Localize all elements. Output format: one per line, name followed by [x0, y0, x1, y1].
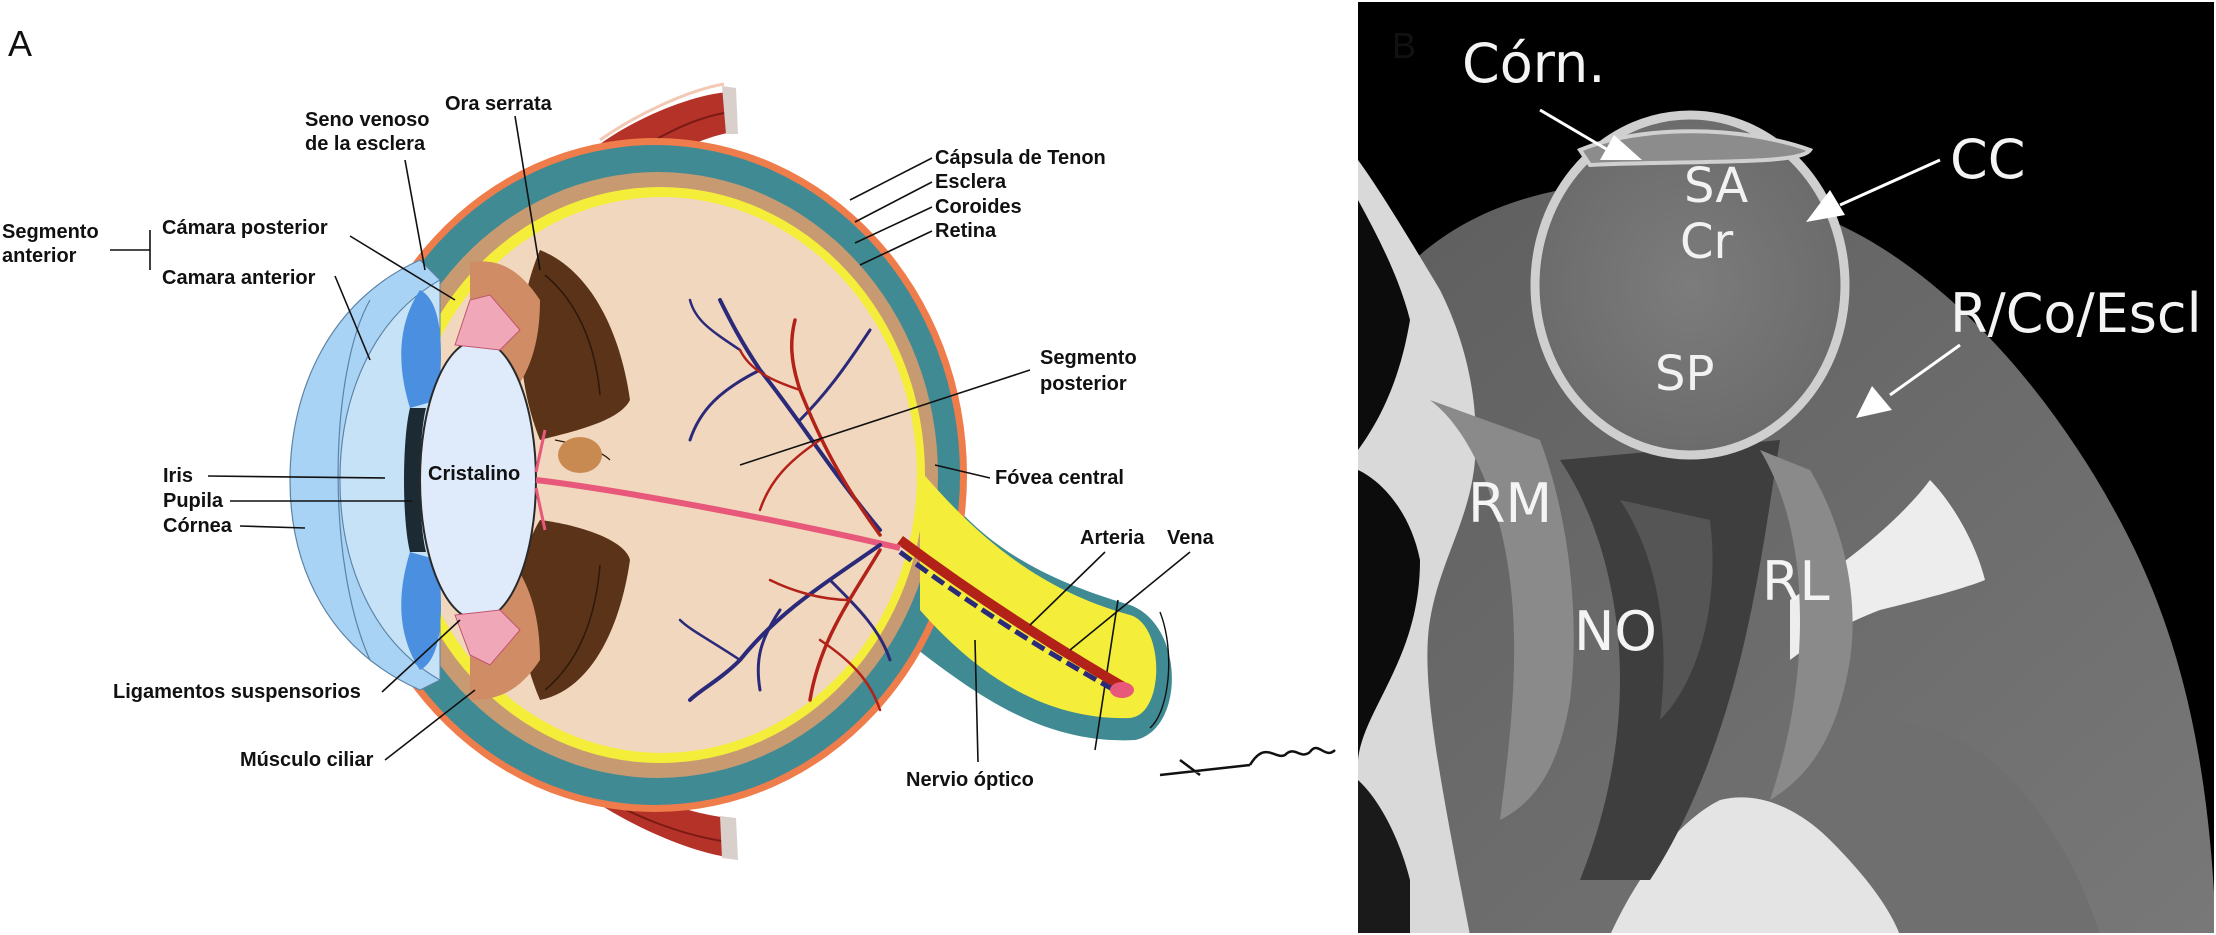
label-musculo-ciliar: Músculo ciliar — [240, 749, 374, 771]
ct-label-cc: CC — [1950, 128, 2025, 191]
label-fovea-central: Fóvea central — [995, 467, 1124, 489]
label-ligamentos-suspensorios: Ligamentos suspensorios — [113, 681, 361, 703]
label-iris: Iris — [163, 465, 193, 487]
ct-label-cr: Cr — [1680, 214, 1734, 270]
suspensory-ligaments-upper — [454, 294, 521, 351]
optic-nerve — [920, 470, 1157, 719]
arrow-cc — [1806, 158, 1941, 222]
label-retina: Retina — [935, 220, 997, 242]
arrow-rcoescl — [1856, 343, 1961, 418]
label-vena: Vena — [1167, 527, 1215, 549]
label-ora-serrata: Ora serrata — [445, 93, 553, 115]
retinal-vessels — [678, 298, 892, 712]
panel-a-letter: A — [8, 23, 32, 64]
label-capsula-tenon: Cápsula de Tenon — [935, 147, 1106, 169]
panel-b-letter: B — [1392, 25, 1416, 66]
ct-image — [1358, 110, 2214, 933]
ct-label-no: NO — [1574, 600, 1657, 663]
panel-b: B Córn. CC SA Cr SP R/Co/Escl RM RL NO — [1358, 2, 2214, 933]
label-pupila: Pupila — [163, 490, 224, 512]
label-nervio-optico: Nervio óptico — [906, 769, 1034, 791]
label-cristalino: Cristalino — [428, 463, 520, 485]
label-seno-venoso-2: de la esclera — [305, 133, 426, 155]
label-segmento-anterior-1: Segmento — [2, 221, 99, 243]
suspensory-ligaments-lower — [454, 609, 521, 666]
pupil — [404, 408, 426, 552]
label-cornea: Córnea — [163, 515, 233, 537]
label-coroides: Coroides — [935, 196, 1022, 218]
ct-label-rm: RM — [1468, 472, 1552, 535]
artist-signature — [1159, 746, 1336, 777]
label-camara-posterior: Cámara posterior — [162, 217, 328, 239]
label-esclera: Esclera — [935, 171, 1007, 193]
central-artery — [897, 535, 1128, 693]
label-arteria: Arteria — [1080, 527, 1145, 549]
ct-label-rcoescl: R/Co/Escl — [1950, 282, 2202, 345]
arrow-cornea — [1539, 108, 1642, 160]
label-camara-anterior: Camara anterior — [162, 267, 316, 289]
label-segmento-posterior-1: Segmento — [1040, 347, 1137, 369]
ct-label-sa: SA — [1684, 158, 1748, 214]
iris — [401, 290, 441, 670]
hyaloid-canal — [535, 477, 901, 551]
ct-label-cornea: Córn. — [1462, 32, 1605, 95]
label-segmento-anterior-2: anterior — [2, 245, 77, 267]
ct-label-sp: SP — [1655, 346, 1714, 402]
ciliary-body-upper — [521, 250, 630, 440]
central-vein — [898, 549, 1127, 699]
panel-a: A — [2, 23, 1336, 860]
ct-label-rl: RL — [1762, 550, 1830, 613]
ciliary-body-lower — [519, 520, 630, 700]
label-seno-venoso-1: Seno venoso — [305, 109, 429, 131]
label-segmento-posterior-2: posterior — [1040, 373, 1127, 395]
